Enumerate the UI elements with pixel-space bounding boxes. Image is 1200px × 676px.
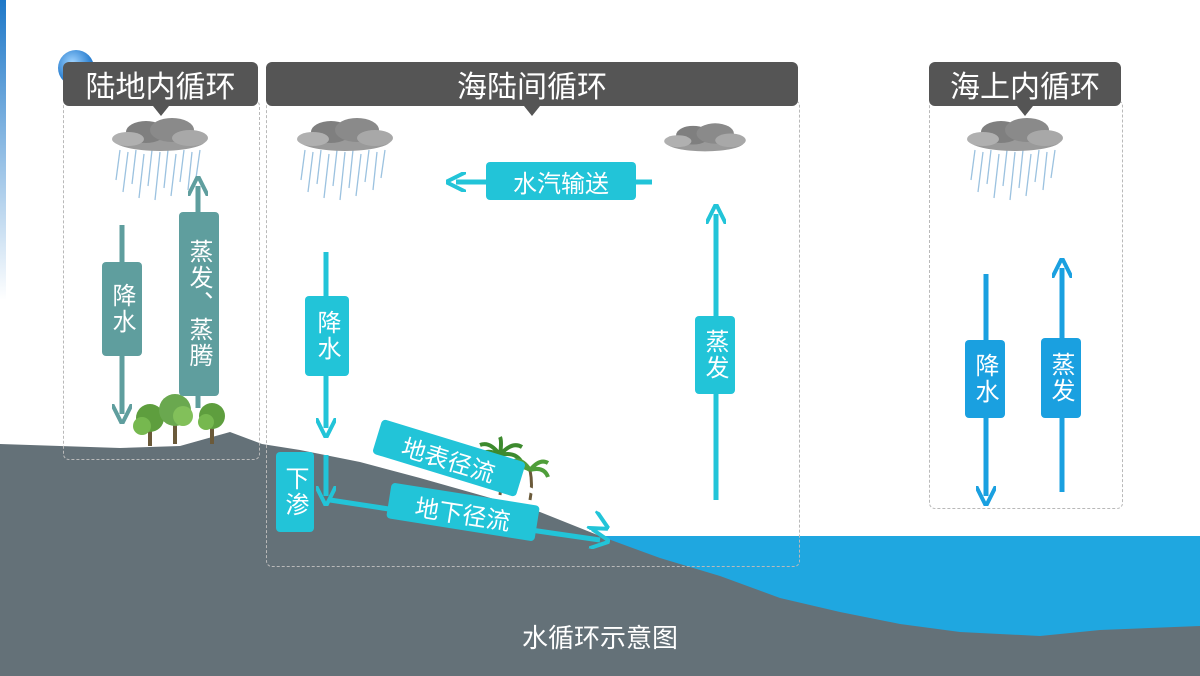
diagram-caption: 水循环示意图 bbox=[521, 624, 678, 654]
left-accent-bar bbox=[0, 0, 6, 300]
sea-land-precip-label: 降水 bbox=[305, 296, 349, 376]
vapor-transport-label: 水汽输送 bbox=[486, 162, 636, 200]
tree-icon bbox=[133, 404, 164, 446]
cloud-rain-icon bbox=[112, 118, 208, 201]
cloud-icon bbox=[664, 123, 746, 152]
tree-icon bbox=[198, 403, 225, 444]
inland-precip-label: 降水 bbox=[102, 262, 142, 356]
sea-land-title: 海陆间循环 bbox=[266, 62, 798, 116]
ocean-evap-label: 蒸发 bbox=[1041, 338, 1081, 418]
infiltration-label: 下渗 bbox=[276, 452, 314, 532]
ocean-precip-label: 降水 bbox=[965, 340, 1005, 418]
ocean-title: 海上内循环 bbox=[929, 62, 1121, 116]
cloud-rain-icon bbox=[967, 118, 1063, 201]
tree-icon bbox=[159, 394, 193, 444]
sea-land-evap-label: 蒸发 bbox=[695, 316, 735, 394]
cloud-rain-icon bbox=[297, 118, 393, 201]
inland-title: 陆地内循环 bbox=[63, 62, 258, 116]
inland-evap-label: 蒸发、蒸腾 bbox=[179, 212, 219, 396]
